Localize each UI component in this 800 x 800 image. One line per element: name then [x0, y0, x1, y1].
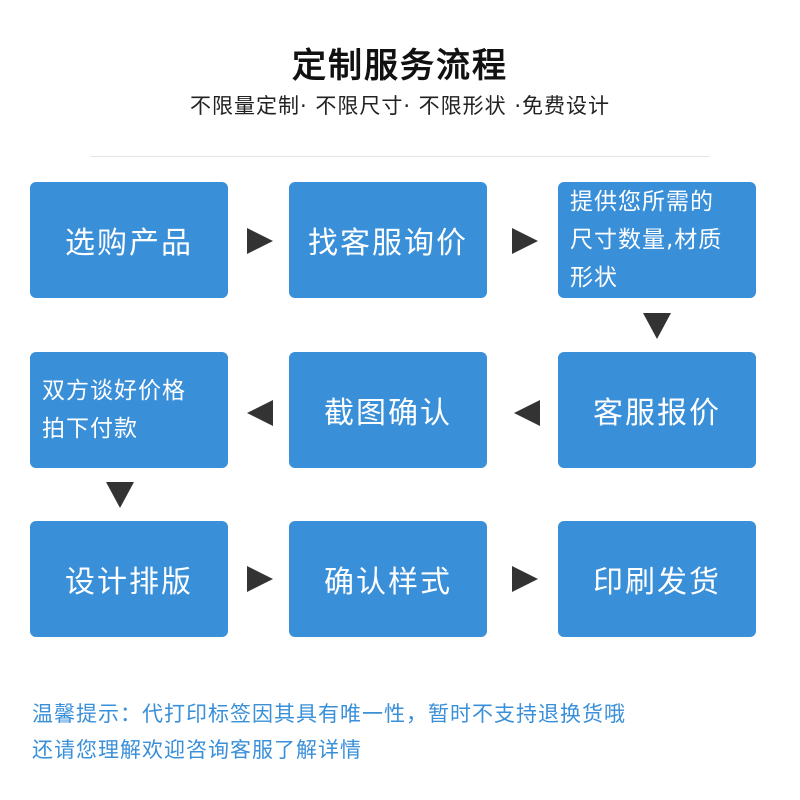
step-label: 提供您所需的 尺寸数量,材质 形状 [570, 189, 723, 291]
step-box-provide-specs: 提供您所需的 尺寸数量,材质 形状 [558, 182, 756, 298]
step-label: 确认样式 [324, 565, 452, 600]
arrow-right-icon [247, 228, 273, 254]
step-box-ask-price: 找客服询价 [289, 182, 487, 298]
page-title: 定制服务流程 [292, 46, 508, 86]
step-box-design-layout: 设计排版 [30, 521, 228, 637]
page-subtitle: 不限量定制· 不限尺寸· 不限形状 ·免费设计 [189, 94, 611, 118]
notice-line: 还请您理解欢迎咨询客服了解详情 [32, 738, 362, 762]
arrow-down-icon [106, 482, 134, 508]
arrow-left-icon [247, 400, 273, 426]
step-box-select-product: 选购产品 [30, 182, 228, 298]
arrow-down-icon [643, 313, 671, 339]
divider [90, 156, 710, 157]
step-box-agree-price: 双方谈好价格 拍下付款 [30, 352, 228, 468]
step-box-service-quote: 客服报价 [558, 352, 756, 468]
step-label: 找客服询价 [308, 226, 468, 261]
step-label: 选购产品 [65, 226, 193, 261]
arrow-right-icon [247, 566, 273, 592]
step-label: 设计排版 [65, 565, 193, 600]
step-label: 印刷发货 [593, 565, 721, 600]
step-label: 截图确认 [324, 396, 452, 431]
step-box-confirm-style: 确认样式 [289, 521, 487, 637]
step-box-screenshot-confirm: 截图确认 [289, 352, 487, 468]
arrow-left-icon [514, 400, 540, 426]
notice-line: 温馨提示：代打印标签因其具有唯一性，暂时不支持退换货哦 [32, 702, 626, 726]
step-label: 双方谈好价格 拍下付款 [42, 378, 186, 442]
step-label: 客服报价 [593, 396, 721, 431]
arrow-right-icon [512, 566, 538, 592]
arrow-right-icon [512, 228, 538, 254]
notice-text: 温馨提示：代打印标签因其具有唯一性，暂时不支持退换货哦 还请您理解欢迎咨询客服了… [32, 696, 772, 768]
step-box-print-ship: 印刷发货 [558, 521, 756, 637]
